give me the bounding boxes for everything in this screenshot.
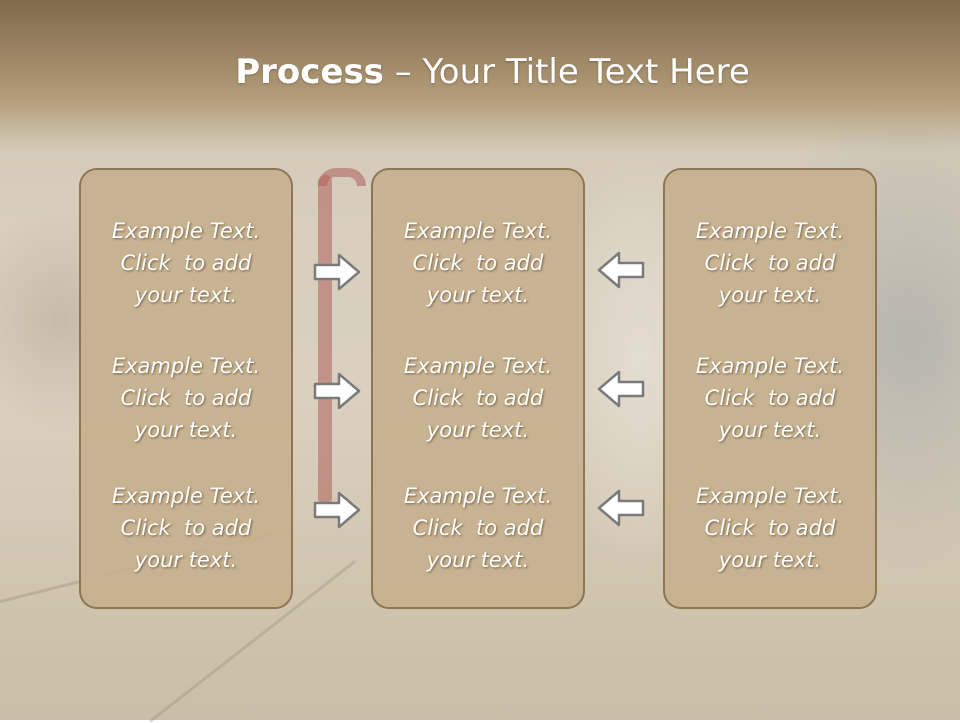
box-text-block[interactable]: Example Text. Click to add your text. bbox=[665, 350, 875, 446]
header-band bbox=[0, 0, 960, 150]
text-line: your text. bbox=[134, 418, 238, 442]
text-line: your text. bbox=[134, 283, 238, 307]
arrow-left-icon bbox=[597, 370, 645, 408]
box-text-block[interactable]: Example Text. Click to add your text. bbox=[373, 215, 583, 311]
text-line: Example Text. bbox=[403, 484, 553, 508]
arrow-right-icon bbox=[313, 253, 361, 291]
box-text-block[interactable]: Example Text. Click to add your text. bbox=[373, 480, 583, 576]
arrow-left-icon bbox=[597, 489, 645, 527]
text-line: Example Text. bbox=[403, 354, 553, 378]
text-line: your text. bbox=[426, 548, 530, 572]
text-line: Click to add bbox=[120, 251, 252, 275]
box-text-block[interactable]: Example Text. Click to add your text. bbox=[373, 350, 583, 446]
text-line: your text. bbox=[134, 548, 238, 572]
background-pole bbox=[318, 175, 332, 505]
text-line: Example Text. bbox=[695, 354, 845, 378]
process-box-left[interactable]: Example Text. Click to add your text. Ex… bbox=[79, 168, 293, 609]
text-line: Click to add bbox=[412, 516, 544, 540]
text-line: Example Text. bbox=[695, 219, 845, 243]
box-text-block[interactable]: Example Text. Click to add your text. bbox=[81, 480, 291, 576]
text-line: Click to add bbox=[704, 516, 836, 540]
process-box-center[interactable]: Example Text. Click to add your text. Ex… bbox=[371, 168, 585, 609]
slide-title[interactable]: Process – Your Title Text Here bbox=[0, 52, 960, 92]
title-rest: – Your Title Text Here bbox=[383, 52, 750, 92]
text-line: Click to add bbox=[120, 386, 252, 410]
text-line: Example Text. bbox=[111, 484, 261, 508]
text-line: Click to add bbox=[704, 251, 836, 275]
text-line: Example Text. bbox=[695, 484, 845, 508]
arrow-left-icon bbox=[597, 251, 645, 289]
box-text-block[interactable]: Example Text. Click to add your text. bbox=[665, 215, 875, 311]
arrow-right-icon bbox=[313, 372, 361, 410]
text-line: Click to add bbox=[412, 386, 544, 410]
text-line: Example Text. bbox=[111, 354, 261, 378]
process-box-right[interactable]: Example Text. Click to add your text. Ex… bbox=[663, 168, 877, 609]
text-line: Click to add bbox=[412, 251, 544, 275]
box-text-block[interactable]: Example Text. Click to add your text. bbox=[665, 480, 875, 576]
arrow-right-icon bbox=[313, 491, 361, 529]
text-line: your text. bbox=[426, 283, 530, 307]
text-line: your text. bbox=[426, 418, 530, 442]
box-text-block[interactable]: Example Text. Click to add your text. bbox=[81, 215, 291, 311]
box-text-block[interactable]: Example Text. Click to add your text. bbox=[81, 350, 291, 446]
text-line: your text. bbox=[718, 548, 822, 572]
text-line: Example Text. bbox=[111, 219, 261, 243]
text-line: Click to add bbox=[120, 516, 252, 540]
title-bold: Process bbox=[235, 52, 384, 92]
text-line: Example Text. bbox=[403, 219, 553, 243]
text-line: Click to add bbox=[704, 386, 836, 410]
text-line: your text. bbox=[718, 283, 822, 307]
text-line: your text. bbox=[718, 418, 822, 442]
